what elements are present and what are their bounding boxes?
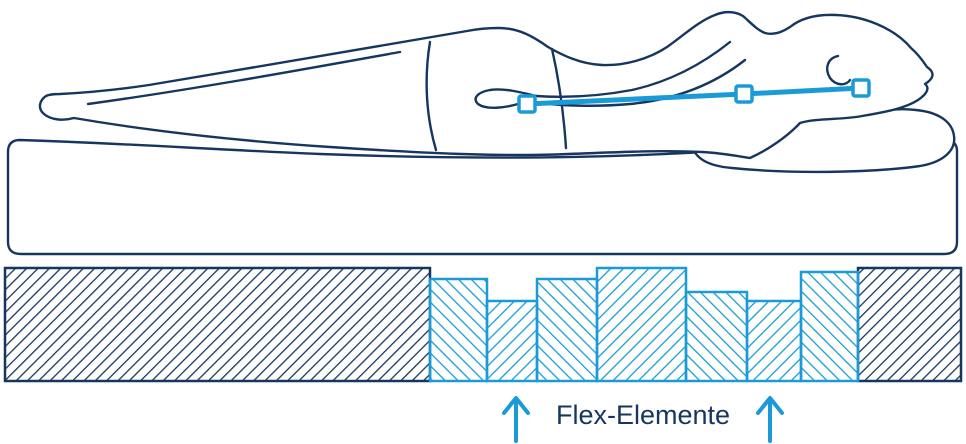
up-arrow-left: [502, 396, 530, 443]
inner-leg-line: [86, 50, 402, 106]
flex-elements-callout: Flex-Elemente: [502, 396, 784, 443]
body-outline: [38, 10, 934, 160]
base-block-right: [856, 266, 963, 383]
flex-elements-zone: [428, 266, 860, 383]
base-block-left: [3, 266, 432, 383]
base-layer: [3, 266, 963, 383]
spine-marker-shoulder: [734, 84, 754, 104]
flex-element-block: [535, 277, 599, 383]
flex-element-block: [799, 270, 860, 383]
flex-element-block: [684, 290, 749, 383]
arm-upper-line: [534, 40, 732, 98]
arm-lower-line: [530, 58, 747, 107]
spine-marker-hip: [517, 94, 537, 114]
flex-elements-label: Flex-Elemente: [556, 400, 730, 430]
shorts-hem-line: [425, 40, 438, 152]
flex-element-block: [595, 266, 688, 383]
spine-alignment: [517, 78, 871, 114]
ear: [826, 54, 852, 86]
flex-element-block: [485, 299, 539, 383]
flex-element-block: [745, 299, 803, 383]
up-arrow-right: [756, 396, 784, 443]
spine-marker-head: [851, 78, 871, 98]
flex-element-block: [428, 277, 489, 383]
